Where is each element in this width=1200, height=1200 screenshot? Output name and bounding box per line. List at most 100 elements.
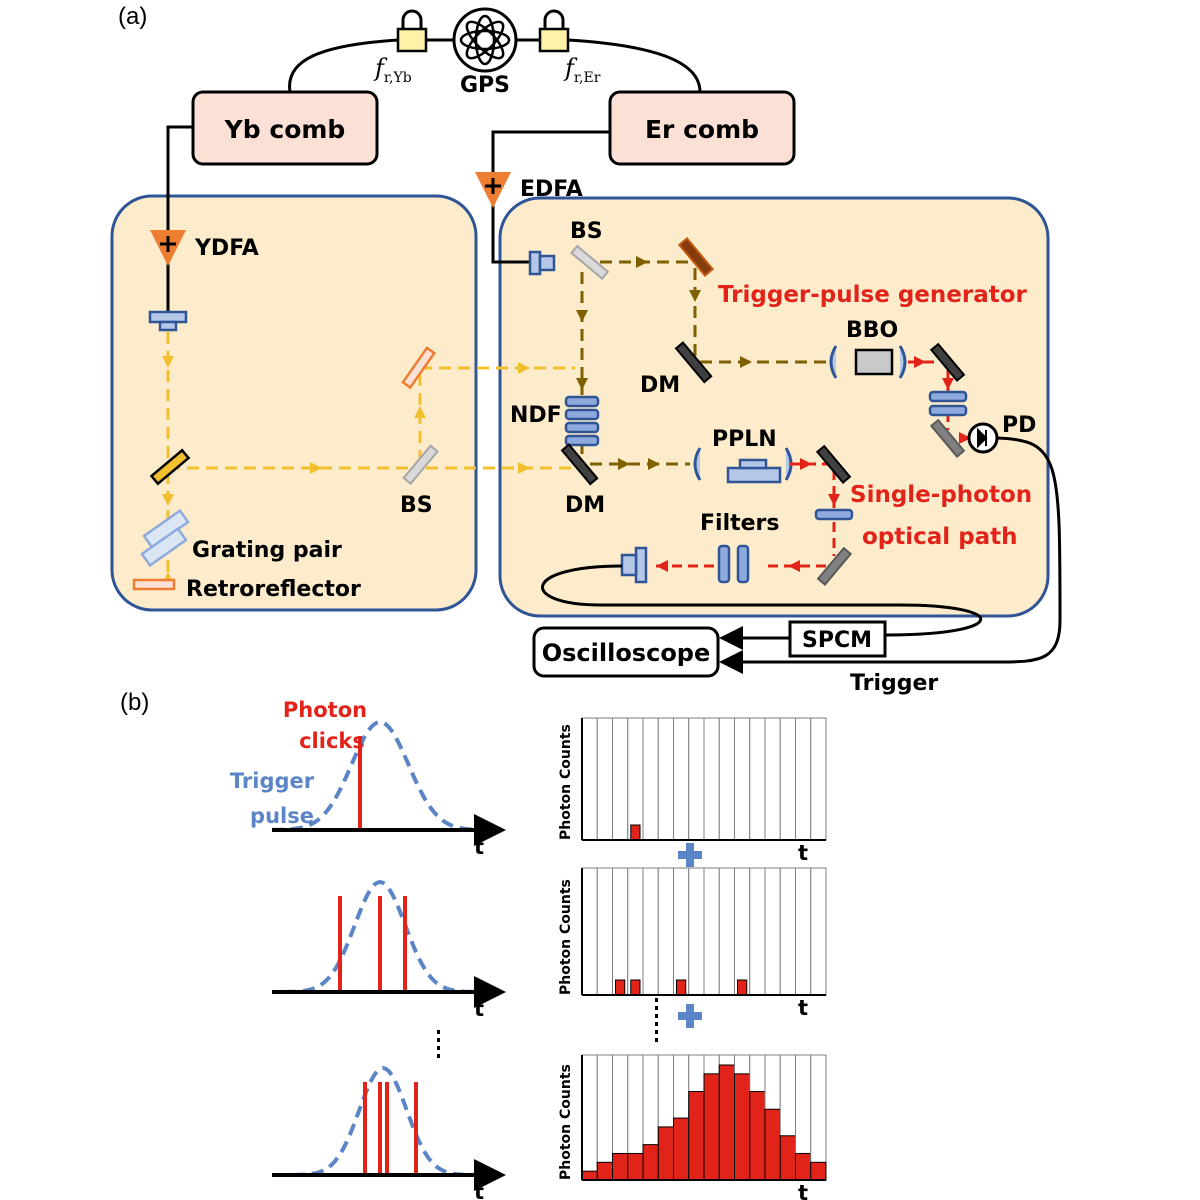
single-photon-red-arrows <box>656 458 840 572</box>
bbo-mirror-icon <box>929 342 966 382</box>
edfa-amplifier-icon <box>475 172 511 208</box>
histogram-bin <box>581 717 598 841</box>
dm-upper-icon <box>674 341 713 384</box>
ppln-mirror-icon <box>815 444 852 484</box>
single-photon-mirror-icon <box>816 546 853 586</box>
lock-icon-er <box>538 9 570 53</box>
bbo-lens-in-icon <box>829 345 838 379</box>
dm-lower-icon <box>560 443 599 486</box>
yb-beam-path <box>166 332 575 580</box>
photodiode-icon <box>967 422 999 454</box>
histogram-bin <box>810 717 827 841</box>
histogram-bar <box>642 1144 659 1181</box>
histogram-bin <box>749 867 766 996</box>
histogram-bar <box>657 1126 674 1181</box>
histogram-bin <box>734 717 751 841</box>
histogram-bin <box>703 867 720 996</box>
histogram-ylabel: Photon Counts <box>558 1064 574 1180</box>
ydfa-label: YDFA <box>194 236 259 261</box>
histogram-time-label: t <box>798 996 808 1020</box>
histogram-bar <box>734 1073 751 1181</box>
histogram-bin <box>642 717 659 841</box>
edfa-fiber <box>491 202 530 264</box>
trigger-filter-icon <box>928 390 968 417</box>
histogram-bar <box>596 1161 613 1181</box>
bbo-lens-out-icon <box>898 345 907 379</box>
histogram-bar <box>688 1091 705 1181</box>
histogram-bar <box>676 979 687 996</box>
photon-clicks-label-2: clicks <box>299 729 365 753</box>
er-beam-arrows <box>576 256 752 470</box>
ndf-icon <box>564 395 600 447</box>
histogram-bin <box>642 867 659 996</box>
time-axis-label: t <box>474 997 484 1021</box>
spcm-label: SPCM <box>802 628 872 653</box>
histogram-bin <box>627 717 644 841</box>
gps-icon <box>452 7 518 73</box>
histogram-bin <box>734 867 751 996</box>
trigger-pulse-label-2: pulse <box>250 804 314 828</box>
yb-mirror-icon <box>149 448 191 486</box>
single-photon-label-1: Single-photon <box>850 482 1032 508</box>
bs-top-label: BS <box>570 219 603 244</box>
bs-top-icon <box>570 244 610 281</box>
histogram-bar <box>795 1152 812 1181</box>
histogram-bin <box>596 867 613 996</box>
histogram-bar <box>581 1170 598 1181</box>
time-axis-label: t <box>474 1180 484 1200</box>
histogram-bar <box>749 1091 766 1181</box>
dm-upper-label: DM <box>640 373 680 398</box>
histogram-bin <box>673 717 690 841</box>
time-axis-label: t <box>474 835 484 859</box>
histogram-bar <box>764 1108 781 1181</box>
pulse-plots: t t t <box>272 719 506 1200</box>
histogram-bar <box>612 1152 629 1181</box>
histogram-bar <box>703 1073 720 1181</box>
histogram-bin <box>581 867 598 996</box>
histogram-bin <box>612 717 629 841</box>
ellipsis-dots-left <box>437 1030 440 1058</box>
single-photon-filter-icon <box>814 508 854 521</box>
trigger-pulse-curve <box>293 1065 473 1177</box>
yb-comb-label: Yb comb <box>224 115 346 144</box>
histogram-bin <box>673 867 690 996</box>
trigger-cable <box>719 436 1062 674</box>
histogram-bin <box>627 867 644 996</box>
histogram-bin <box>596 717 613 841</box>
plus-icon <box>678 843 702 867</box>
histogram-bin <box>688 867 705 996</box>
histogram-time-label: t <box>798 1181 808 1200</box>
ellipsis-dots-right <box>655 998 658 1042</box>
histogram-bar <box>779 1135 796 1181</box>
ndf-label: NDF <box>510 403 562 428</box>
histogram-bar <box>673 1117 690 1181</box>
trigger-pulse-generator-label: Trigger-pulse generator <box>718 282 1028 308</box>
filters-icon <box>717 544 750 584</box>
yb-fiber <box>166 125 193 232</box>
dm-lower-label: DM <box>565 493 605 518</box>
er-fiber <box>491 130 610 172</box>
histogram-bin <box>764 867 781 996</box>
grating-pair-label: Grating pair <box>192 538 342 563</box>
bbo-label: BBO <box>846 318 898 343</box>
filters-label: Filters <box>700 511 780 536</box>
spcm-box <box>788 620 887 658</box>
histogram-ylabel: Photon Counts <box>558 879 574 995</box>
histogram-bin <box>612 867 629 996</box>
histogram-bar <box>630 824 641 841</box>
lock-icon-yb <box>396 9 428 53</box>
histogram-bin <box>795 717 812 841</box>
ppln-lens-in-icon <box>693 447 702 481</box>
histogram-bin <box>779 867 796 996</box>
bbo-crystal-icon <box>854 348 894 376</box>
histogram-time-label: t <box>798 841 808 865</box>
fr-yb-label: fr,Yb <box>373 54 412 86</box>
panel-b-label: (b) <box>120 689 149 716</box>
histogram-bin <box>657 867 674 996</box>
pd-label: PD <box>1002 413 1036 438</box>
histogram-ylabel: Photon Counts <box>558 724 574 840</box>
ydfa-amplifier-icon <box>150 230 186 266</box>
histogram-bin <box>779 717 796 841</box>
